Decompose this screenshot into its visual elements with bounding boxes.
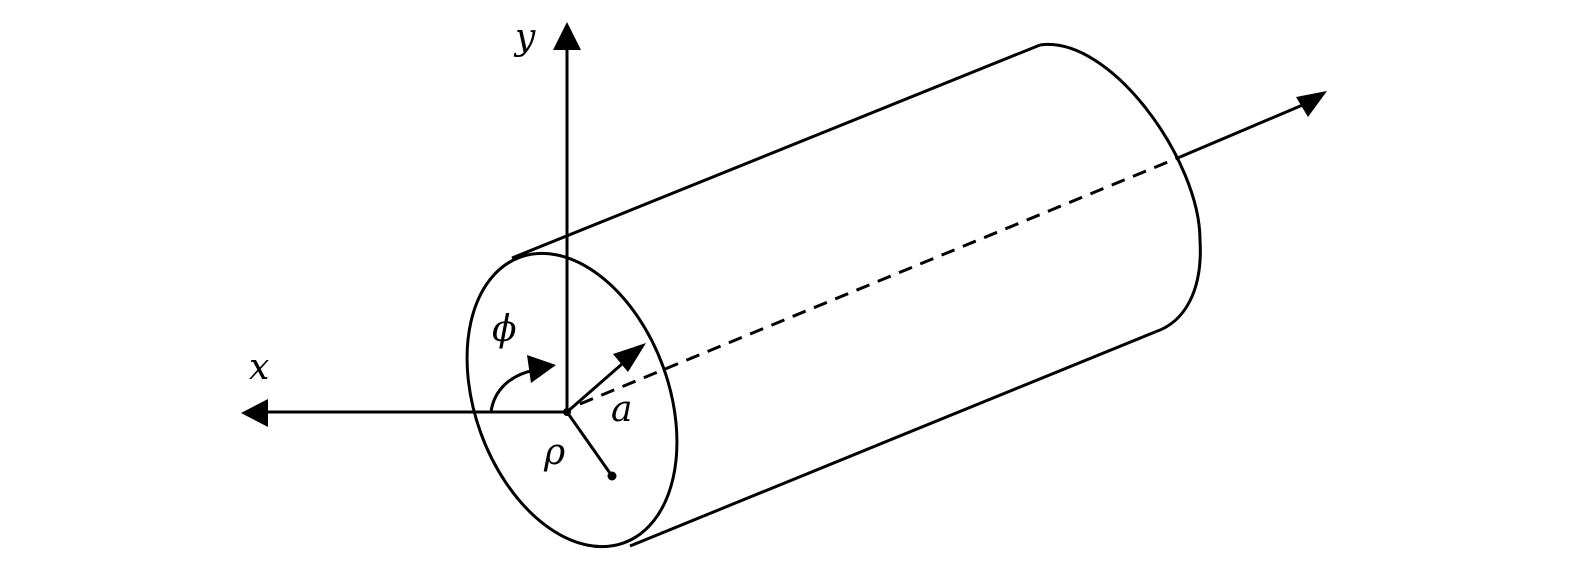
rho-endpoint-dot: [607, 471, 617, 481]
cylinder-axis-arrowhead: [1296, 91, 1327, 117]
radius-a-arrowhead: [613, 343, 646, 372]
cylinder-bottom-edge: [629, 330, 1156, 548]
radius-a-vector: [566, 355, 631, 414]
phi-arc-arrowhead: [527, 355, 556, 383]
x-axis-arrowhead: [241, 399, 268, 427]
phi-label: ϕ: [492, 309, 517, 350]
x-axis-label: x: [249, 347, 270, 388]
radius-a-label: a: [611, 389, 633, 430]
cylinder-near-face: [465, 251, 679, 549]
rho-label: ρ: [544, 432, 566, 473]
rho-segment: [565, 411, 614, 477]
cylinder-axis-dashed: [579, 155, 1181, 406]
y-axis-label: y: [515, 17, 536, 58]
origin-dot: [563, 408, 571, 416]
cylinder-axis-extension: [1179, 102, 1306, 159]
cylinder-top-edge: [511, 43, 1041, 260]
cylinder-far-end: [1039, 43, 1202, 334]
y-axis-arrowhead: [553, 22, 581, 50]
phi-arc: [489, 368, 536, 413]
